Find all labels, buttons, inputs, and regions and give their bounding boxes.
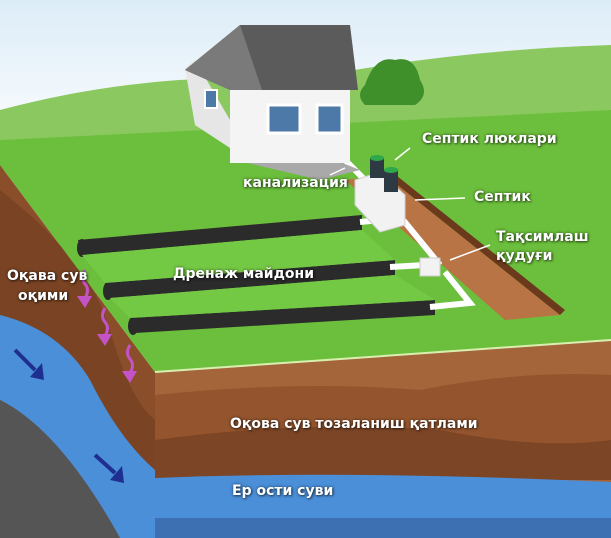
lawn-strip bbox=[110, 275, 435, 318]
label-septic: Септик bbox=[474, 189, 531, 205]
drain-pipe-3 bbox=[130, 300, 435, 333]
soil-deep-layer bbox=[155, 426, 611, 480]
trench-wall bbox=[385, 172, 565, 315]
label-runoff-2: оқими bbox=[18, 288, 69, 304]
septic-lid-2 bbox=[384, 170, 398, 192]
lawn-edge bbox=[154, 339, 611, 373]
drain-pipes bbox=[77, 215, 435, 335]
distribution-box bbox=[419, 257, 441, 277]
label-sewer: канализация bbox=[243, 175, 348, 191]
septic-tank bbox=[354, 155, 406, 233]
lawn-strip bbox=[82, 230, 395, 283]
distant-trees bbox=[360, 59, 424, 105]
leader-lines bbox=[329, 147, 491, 261]
house bbox=[185, 25, 360, 180]
runoff-arrows bbox=[77, 269, 137, 383]
label-distribution-box-2: қудуғи bbox=[496, 248, 553, 264]
label-filtration-layer: Оқова сув тозаланиш қатлами bbox=[230, 416, 478, 432]
label-runoff-1: Оқава сув bbox=[7, 268, 88, 284]
label-groundwater: Ер ости суви bbox=[232, 483, 334, 499]
septic-lid-1 bbox=[370, 158, 384, 178]
drain-pipe-2 bbox=[105, 260, 395, 298]
groundwater-arrows bbox=[13, 348, 124, 483]
groundwater-front bbox=[155, 474, 611, 520]
label-distribution-box-1: Тақсимлаш bbox=[496, 229, 589, 245]
label-septic-lids: Септик люклари bbox=[422, 131, 557, 147]
bedrock-left bbox=[0, 400, 120, 538]
label-drain-field: Дренаж майдони bbox=[173, 266, 315, 282]
drain-pipe-1 bbox=[78, 215, 362, 255]
bedrock-front bbox=[155, 518, 611, 538]
